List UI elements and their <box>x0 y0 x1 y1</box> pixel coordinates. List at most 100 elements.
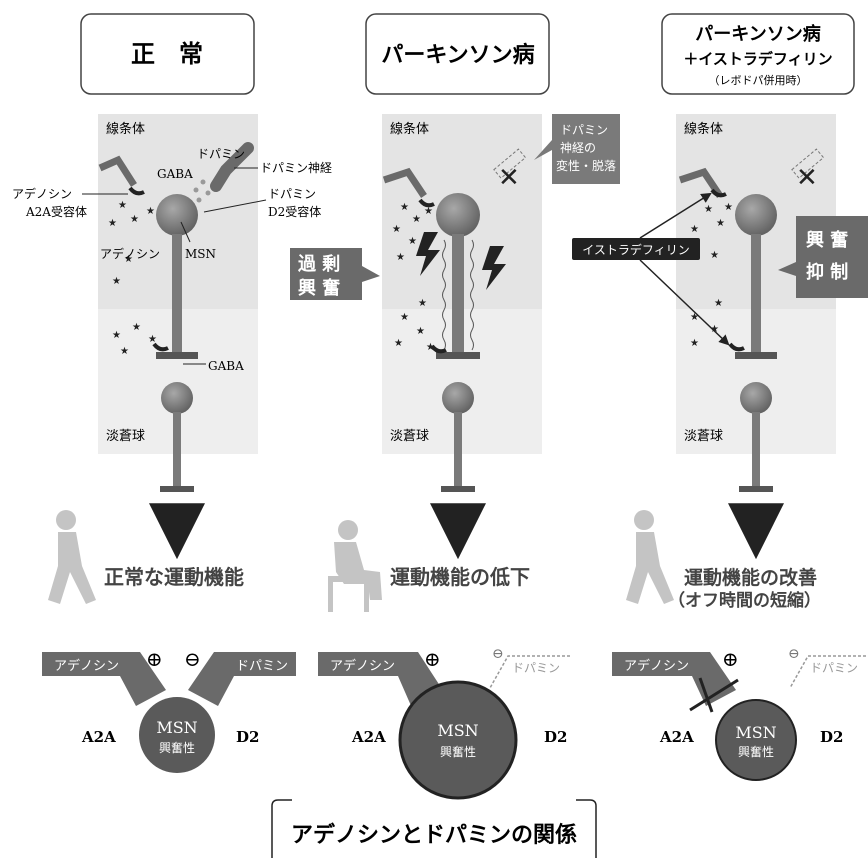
msn-label: MSN <box>185 247 216 261</box>
outcome-text: 運動機能の低下 <box>390 565 530 589</box>
nerve-loss-callout <box>534 114 620 184</box>
leader-line <box>180 221 191 243</box>
lightning-icon <box>416 232 440 276</box>
blocked-a2a-receptor-hook <box>728 342 745 352</box>
svg-text:★: ★ <box>724 202 733 213</box>
a2a-receptor-hook <box>128 186 145 196</box>
svg-text:★: ★ <box>396 252 405 263</box>
relationship-normal: アデノシン ⊕ ⊖ ドパミン MSN 興奮性 A2A D2 <box>42 647 296 773</box>
panel-title: 正 常 <box>131 39 203 68</box>
ball-label-1: MSN <box>735 723 776 742</box>
ball-label-1: MSN <box>437 721 478 740</box>
panel-title-box <box>80 13 255 95</box>
ball-label-2: 興奮性 <box>159 740 195 755</box>
panel-istradefylline: パーキンソン病 ＋イストラデフィリン （レボドパ併用時） 線条体 淡蒼球 ✕ ★… <box>572 13 868 781</box>
globus-pallidus-label: 淡蒼球 <box>390 429 429 444</box>
adenosine-label: アデノシン <box>100 246 160 261</box>
a2a-receptor-label-1: アデノシン <box>12 186 72 201</box>
excitation-wave <box>470 239 474 351</box>
svg-text:★: ★ <box>146 206 155 217</box>
dopamine-dot <box>205 190 211 196</box>
walking-person-figure <box>626 510 674 604</box>
receptor-a2a: A2A <box>81 728 116 746</box>
a2a-receptor-hook <box>418 198 435 208</box>
svg-text:★: ★ <box>716 218 725 229</box>
dopamine-label: ドパミン <box>197 147 245 161</box>
a2a-receptor-hook <box>430 344 447 354</box>
ball-label-2: 興奮性 <box>440 744 476 759</box>
panel-title-box <box>661 13 855 95</box>
msn-axon <box>172 234 182 352</box>
svg-text:★: ★ <box>408 236 417 247</box>
gaba-label: GABA <box>157 167 193 181</box>
msn-soma <box>735 194 777 236</box>
suppression-label-1: 興 奮 <box>806 229 848 251</box>
a2a-receptor-label-2: A2A受容体 <box>25 204 87 219</box>
outcome-text-line-2: （オフ時間の短縮） <box>668 590 821 611</box>
gp-soma <box>161 382 193 414</box>
leader-line <box>203 199 267 213</box>
svg-text:★: ★ <box>400 202 409 213</box>
ball-label-2: 興奮性 <box>738 744 774 759</box>
msn-excitability-ball <box>139 697 215 773</box>
ball-label-1: MSN <box>156 718 197 737</box>
gaba-label-bottom: GABA <box>208 359 244 373</box>
blocked-x <box>689 678 739 712</box>
nerve-loss-label-3: 変性・脱落 <box>556 158 616 173</box>
dopamine-tag-faded <box>489 655 570 689</box>
blocked-a2a-receptor-hook <box>710 188 727 198</box>
svg-text:★: ★ <box>426 342 435 353</box>
msn-soma <box>436 193 480 237</box>
dopamine-tag-label: ドパミン <box>512 661 560 675</box>
adenosine-tag-label: アデノシン <box>54 658 119 674</box>
plus-sign: ⊕ <box>146 647 163 671</box>
svg-text:★: ★ <box>120 346 129 357</box>
globus-pallidus-label: 淡蒼球 <box>684 429 723 444</box>
a2a-receptor-hook <box>152 342 169 352</box>
msn-axon <box>452 234 464 352</box>
adenosine-stars: ★★★ ★★★ ★★★ ★★ <box>392 202 435 353</box>
over-excitation-label-2: 興 奮 <box>298 277 340 299</box>
svg-text:★: ★ <box>690 312 699 323</box>
adenosine-stars: ★★★ ★★ ★★★ ★ <box>690 202 733 349</box>
istradefylline-label: イストラデフィリン <box>582 242 689 257</box>
seated-person-figure <box>328 520 382 612</box>
gp-soma <box>442 382 474 414</box>
svg-text:★: ★ <box>690 224 699 235</box>
gp-terminal <box>441 486 475 492</box>
gp-axon <box>454 412 462 488</box>
adenosine-nerve-terminal <box>678 167 723 198</box>
dopamine-tag-faded <box>789 655 866 689</box>
svg-text:★: ★ <box>424 206 433 217</box>
suppression-label-2: 抑 制 <box>806 262 848 283</box>
svg-text:★: ★ <box>418 298 427 309</box>
degenerated-dopamine-nerve <box>791 148 825 179</box>
dopamine-nerve-label: ドパミン神経 <box>260 161 332 175</box>
msn-terminal <box>735 352 777 359</box>
receptor-d2: D2 <box>236 728 259 746</box>
gp-soma <box>740 382 772 414</box>
panel-title: パーキンソン病 <box>381 42 534 68</box>
svg-text:★: ★ <box>130 214 139 225</box>
outcome-text: 正常な運動機能 <box>104 565 244 589</box>
lightning-icon <box>482 246 506 290</box>
svg-text:★: ★ <box>690 338 699 349</box>
istradefylline-tag <box>572 238 700 260</box>
degenerated-dopamine-nerve <box>493 148 527 179</box>
svg-text:★: ★ <box>124 254 133 265</box>
striatum-label: 線条体 <box>106 121 145 137</box>
msn-soma <box>156 194 198 236</box>
suppression-callout <box>778 216 868 298</box>
panel-normal: 正 常 線条体 淡蒼球 ★★★ ★★★ ★★★ ★ ドパミン GABA <box>12 13 332 773</box>
svg-text:★: ★ <box>132 322 141 333</box>
panel-title-line-1: パーキンソン病 <box>695 23 820 45</box>
msn-excitability-ball <box>398 680 518 800</box>
dopamine-dot <box>193 187 199 193</box>
panel-title-line-3: （レボドパ併用時） <box>709 73 808 87</box>
svg-text:★: ★ <box>108 218 117 229</box>
msn-excitability-ball <box>715 699 797 781</box>
receptor-d2: D2 <box>820 728 843 746</box>
nerve-loss-label-1: ドパミン <box>560 123 608 137</box>
